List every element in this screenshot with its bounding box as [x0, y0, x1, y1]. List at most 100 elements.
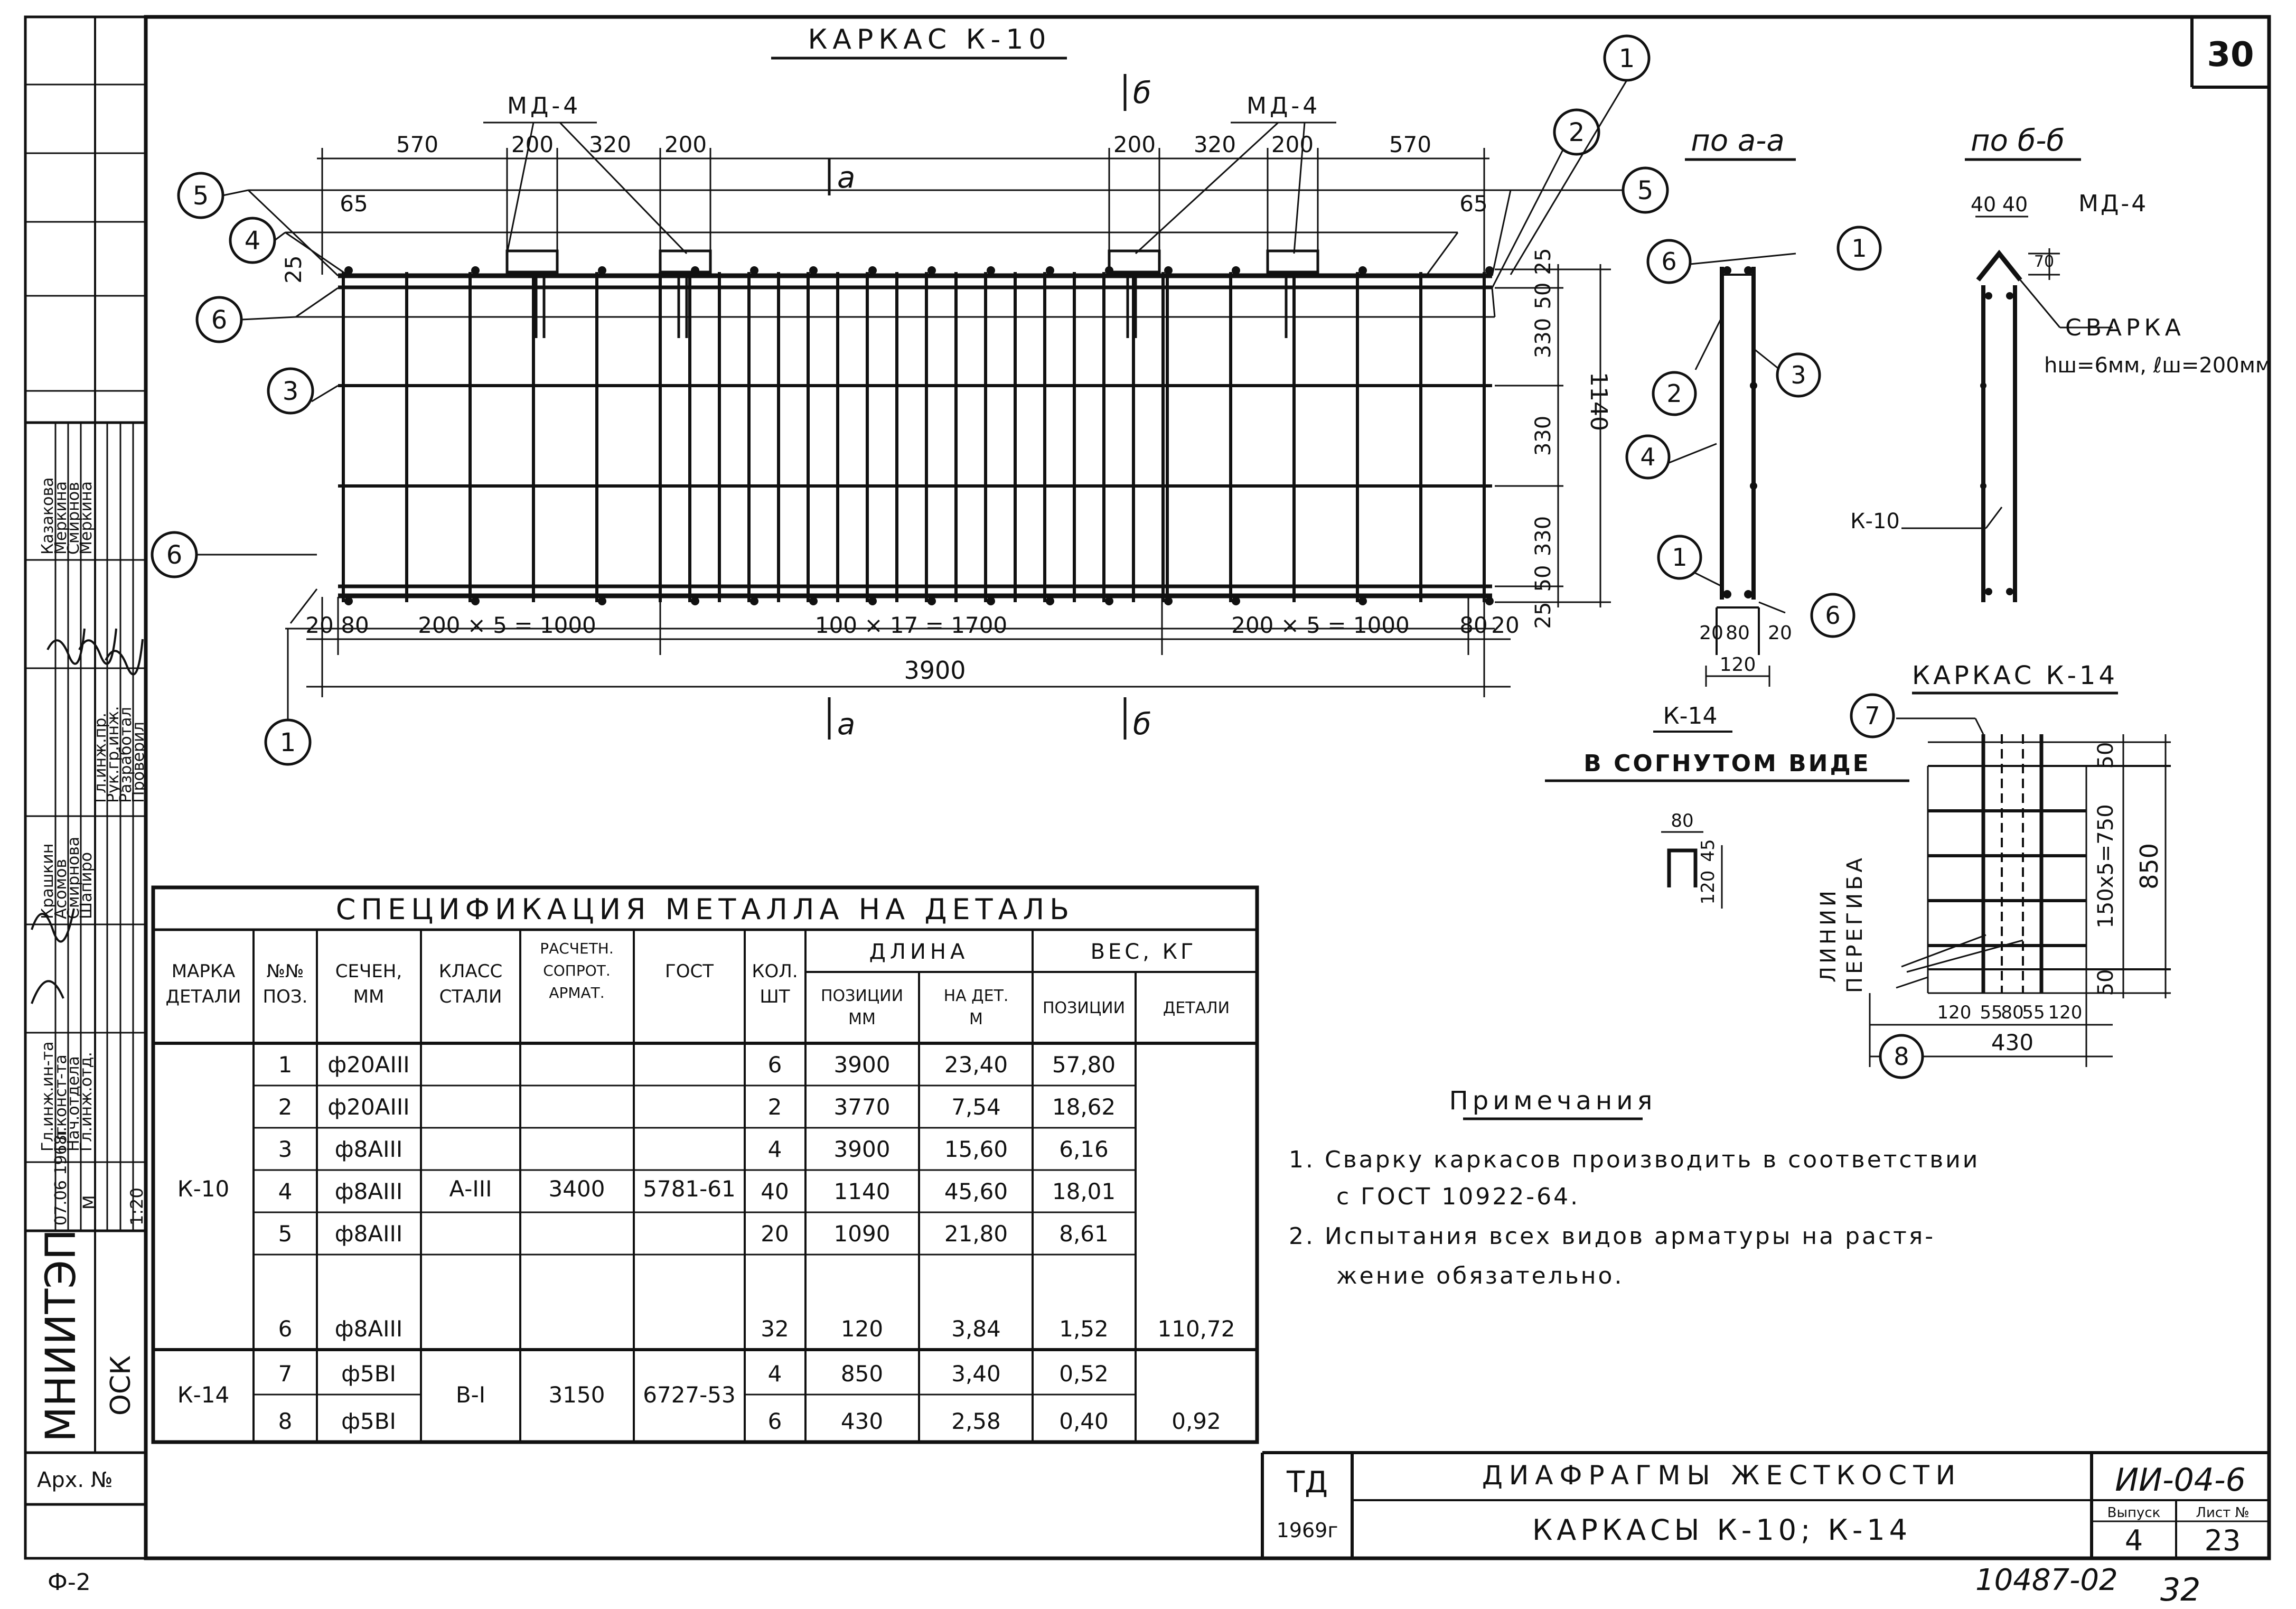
cell-w-pos: 18,01 — [1052, 1178, 1116, 1204]
dim-side-6: 50 — [1531, 565, 1555, 592]
tb-title-2: КАРКАСЫ К-10; К-14 — [1532, 1513, 1911, 1547]
cell-section: ф5ВI — [341, 1408, 396, 1434]
dim-top-2: 200 — [511, 132, 554, 157]
archive-label: Арх. № — [37, 1468, 113, 1492]
cell-len-pos: 120 — [841, 1316, 883, 1342]
k14-bot-dim-2: 55 — [1980, 1002, 2002, 1023]
bar-dot — [1232, 266, 1240, 275]
signature-scribbles — [31, 628, 144, 1004]
k14-callout-7: 7 — [1864, 701, 1880, 730]
bent-view: В СОГНУТОМ ВИДЕ 80 45 120 — [1545, 750, 1909, 909]
cell-w-pos: 6,16 — [1059, 1136, 1109, 1162]
cell-qty: 32 — [761, 1316, 789, 1342]
left-block: МНИИТЭП ОСК 07.06 1968г М 1:20 Гл.инж.ин… — [31, 477, 148, 1442]
section-a-bottom: а — [837, 707, 855, 742]
bar-dot — [1485, 266, 1494, 275]
bar-dot — [1105, 597, 1113, 605]
cell-qty: 20 — [761, 1221, 789, 1247]
hdr-w-det: ДЕТАЛИ — [1163, 999, 1230, 1017]
cell-section: ф8АIII — [335, 1178, 403, 1204]
cell-w-pos: 57,80 — [1052, 1052, 1116, 1078]
callout-2: 2 — [1569, 118, 1585, 147]
bent-dim-45: 45 — [1698, 839, 1719, 862]
cell-w-pos: 1,52 — [1059, 1316, 1109, 1342]
bar-dot — [1046, 597, 1054, 605]
format-label: Ф-2 — [48, 1569, 91, 1596]
group-k14-gost: 6727-53 — [643, 1382, 736, 1408]
bar-dot — [598, 266, 606, 275]
section-aa-title: по а-а — [1691, 124, 1785, 158]
table-row: 7 ф5ВI 4 850 3,40 0,52 — [278, 1361, 1109, 1387]
role-left-3: Нач.отдела — [64, 1056, 83, 1152]
cell-len-pos: 1140 — [834, 1178, 891, 1204]
name-left-3: Смирнова — [64, 837, 83, 919]
k10-vertical-bars — [342, 272, 1486, 602]
md4-label-right: МД-4 — [1247, 92, 1320, 119]
role-right-4: Проверил — [129, 722, 148, 803]
hdr-length: ДЛИНА — [869, 940, 969, 964]
tb-sheet: 23 — [2205, 1524, 2241, 1557]
bar-dot — [471, 266, 480, 275]
notes: Примечания 1. Сварку каркасов производит… — [1289, 1086, 1978, 1289]
dim-bot-1: 20 — [305, 612, 333, 638]
callout-4: 4 — [245, 226, 261, 256]
cell-len-det: 2,58 — [951, 1408, 1001, 1434]
name-right-2: Меркина — [52, 481, 70, 555]
dim-side-2: 50 — [1531, 283, 1555, 310]
k14-dim-50-bot: 50 — [2094, 969, 2118, 996]
cell-len-det: 21,80 — [944, 1221, 1008, 1247]
cell-qty: 40 — [761, 1178, 789, 1204]
k10-bar-dots — [344, 266, 1494, 605]
table-row: 6 ф8АIII 32 120 3,84 1,52 — [278, 1316, 1109, 1342]
cell-w-pos: 18,62 — [1052, 1094, 1116, 1120]
bar-dot — [927, 597, 936, 605]
dim-side-1: 25 — [1531, 248, 1555, 275]
group-k10-total: 110,72 — [1158, 1316, 1235, 1342]
name-left-1: Крашкин — [39, 844, 57, 919]
callout-5-left: 5 — [193, 181, 209, 211]
frame-k14-title: КАРКАС К-14 — [1912, 661, 2118, 690]
table-row: 1 ф20АIII 6 3900 23,40 57,80 — [278, 1052, 1116, 1078]
k10-longitudinal-bars — [338, 273, 1492, 598]
table-row: 8 ф5ВI 6 430 2,58 0,40 — [278, 1408, 1109, 1434]
bar-dot — [598, 597, 606, 605]
role-right-2: Рук.гр.инж. — [104, 706, 123, 803]
cell-len-pos: 850 — [841, 1361, 883, 1387]
name-right-3: Смирнов — [64, 482, 83, 555]
dim-bot-5: 200 × 5 = 1000 — [1231, 612, 1410, 638]
tb-year: 1969г — [1277, 1519, 1338, 1542]
callout-1-top: 1 — [1619, 44, 1635, 73]
cell-w-pos: 0,52 — [1059, 1361, 1109, 1387]
section-b-top: б — [1133, 76, 1151, 110]
spec-rows: 1 ф20АIII 6 3900 23,40 57,80 2 ф20АIII 2… — [278, 1052, 1116, 1434]
bar-dot — [1046, 266, 1054, 275]
bar-dot — [809, 266, 818, 275]
cell-len-pos: 1090 — [834, 1221, 891, 1247]
dim-side-3: 330 — [1531, 318, 1555, 358]
k14-dim-750: 150x5=750 — [2094, 804, 2118, 928]
aa-callout-1: 1 — [1851, 234, 1867, 263]
page-number: 30 — [2207, 35, 2254, 74]
dim-edge-left: 65 — [340, 191, 368, 217]
k10-side-dimensions — [1495, 264, 1611, 607]
dim-top-7: 200 — [1271, 132, 1314, 157]
section-bb-title: по б-б — [1971, 124, 2065, 158]
table-row: 4 ф8АIII 40 1140 45,60 18,01 — [278, 1178, 1116, 1204]
group-k14-resist: 3150 — [549, 1382, 605, 1408]
bar-dot — [691, 597, 699, 605]
tb-title-1: ДИАФРАГМЫ ЖЕСТКОСТИ — [1482, 1460, 1962, 1491]
dim-bot-6: 80 — [1459, 612, 1487, 638]
role-right-1: Гл.инж.пр. — [91, 713, 110, 803]
note-line-2: с ГОСТ 10922-64. — [1336, 1183, 1580, 1210]
table-row: 3 ф8АIII 4 3900 15,60 6,16 — [278, 1136, 1109, 1162]
dim-top-4: 200 — [664, 132, 707, 157]
dim-bot-4: 100 × 17 = 1700 — [815, 612, 1007, 638]
cell-pos: 1 — [278, 1052, 293, 1078]
k14-bot-dim-4: 55 — [2022, 1002, 2045, 1023]
k14-bot-dim-5: 120 — [2048, 1002, 2083, 1023]
k10-side-dim-labels: 25 50 330 330 330 50 25 1140 — [1531, 248, 1612, 629]
bar-dot — [1232, 597, 1240, 605]
